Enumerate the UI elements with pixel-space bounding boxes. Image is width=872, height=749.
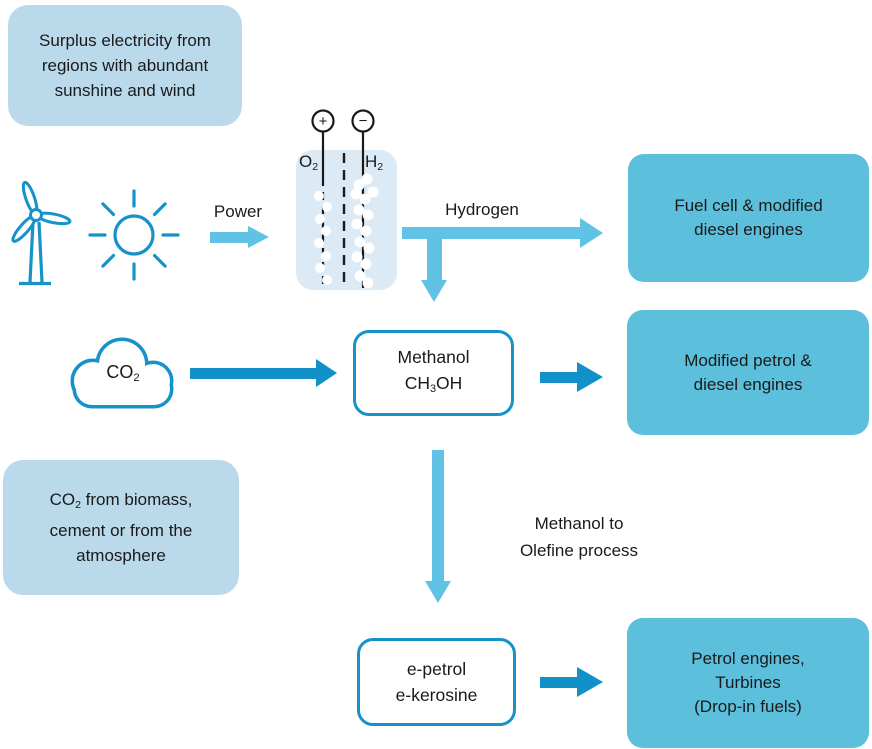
box-line: diesel engines bbox=[693, 374, 803, 394]
arrow-head bbox=[425, 581, 451, 603]
box-line: Turbines bbox=[715, 673, 781, 692]
mto-label: Methanol to Olefine process bbox=[498, 510, 660, 564]
arrow-head bbox=[316, 359, 337, 387]
formula-post: OH bbox=[436, 372, 463, 393]
note-co2-base: CO bbox=[49, 490, 76, 510]
box-line: e-petrol bbox=[406, 659, 467, 679]
box-line: Modified petrol & bbox=[684, 350, 812, 370]
arrow-bar bbox=[190, 368, 316, 379]
box-line: e-kerosine bbox=[395, 685, 478, 705]
note-line: Surplus electricity from bbox=[39, 31, 211, 50]
note-line: cement or from the bbox=[49, 520, 193, 540]
o2-label: O2 bbox=[299, 152, 318, 173]
note-line: CO2 from biomass, bbox=[50, 487, 193, 518]
note-line: atmosphere bbox=[76, 545, 166, 565]
output-box-petrol-engines: Petrol engines, Turbines (Drop-in fuels) bbox=[627, 618, 869, 748]
box-line: diesel engines bbox=[694, 220, 803, 239]
note-co2-rest: from biomass, bbox=[80, 490, 193, 510]
minus-terminal-icon bbox=[351, 109, 375, 133]
formula-pre: CH bbox=[404, 372, 430, 393]
arrow-bar bbox=[427, 235, 442, 280]
mto-label-line: Olefine process bbox=[519, 541, 639, 560]
arrow-head bbox=[577, 362, 603, 392]
co2-sub: 2 bbox=[133, 372, 140, 385]
note-surplus-electricity: Surplus electricity from regions with ab… bbox=[8, 5, 242, 126]
box-line: Fuel cell & modified bbox=[674, 196, 823, 215]
hydrogen-label: Hydrogen bbox=[445, 200, 519, 219]
cloud-icon bbox=[70, 337, 174, 409]
oxygen-bubbles bbox=[314, 191, 332, 285]
note-line: regions with abundant bbox=[41, 56, 209, 75]
wind-turbine-icon bbox=[11, 180, 72, 286]
output-box-fuel-cell: Fuel cell & modified diesel engines bbox=[628, 154, 869, 282]
methanol-box: Methanol CH3OH bbox=[353, 330, 514, 416]
o2-sub: 2 bbox=[312, 160, 319, 173]
plus-terminal-label: + bbox=[319, 113, 328, 130]
mto-label-line: Methanol to bbox=[534, 514, 624, 533]
output-box-modified-engines: Modified petrol & diesel engines bbox=[627, 310, 869, 435]
efuels-box: e-petrol e-kerosine bbox=[357, 638, 516, 726]
box-line: Petrol engines, bbox=[691, 649, 805, 668]
arrow-bar bbox=[402, 227, 580, 239]
co2-cloud-label: CO2 bbox=[77, 362, 169, 384]
h2-label: H2 bbox=[365, 152, 383, 173]
h2-base: H bbox=[365, 152, 378, 171]
plus-terminal-icon bbox=[311, 109, 335, 133]
sun-icon bbox=[88, 189, 180, 281]
note-co2-sub: 2 bbox=[75, 498, 81, 511]
formula-sub: 3 bbox=[430, 383, 437, 396]
hydrogen-bubbles bbox=[350, 173, 379, 289]
arrow-head bbox=[421, 280, 447, 302]
power-label: Power bbox=[213, 202, 263, 221]
arrow-bar bbox=[210, 232, 248, 243]
arrow-head bbox=[577, 667, 603, 697]
box-line: (Drop-in fuels) bbox=[694, 697, 802, 716]
arrow-head bbox=[580, 218, 603, 248]
arrow-head bbox=[248, 226, 269, 248]
h2-sub: 2 bbox=[377, 160, 384, 173]
o2-base: O bbox=[299, 152, 313, 171]
note-co2-source: CO2 from biomass, cement or from the atm… bbox=[3, 460, 239, 595]
methanol-formula: CH3OH bbox=[405, 370, 463, 402]
minus-terminal-label: − bbox=[359, 113, 368, 130]
note-line: sunshine and wind bbox=[54, 81, 196, 100]
box-line: Methanol bbox=[397, 346, 470, 367]
arrow-bar bbox=[540, 677, 577, 688]
arrow-bar bbox=[540, 372, 577, 383]
arrow-bar bbox=[432, 450, 444, 581]
electrolyzer-cell-icon: + − bbox=[296, 109, 397, 290]
co2-base: CO bbox=[106, 362, 134, 382]
